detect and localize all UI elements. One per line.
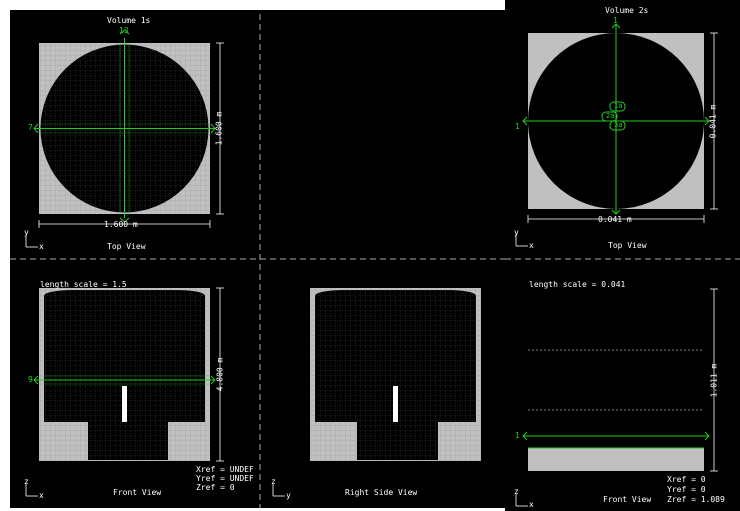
- volume2-drawing: [505, 23, 740, 507]
- axis-label-side-y: y: [286, 491, 291, 500]
- volume2-depth-dimension: 0.041 m: [708, 104, 718, 139]
- volume2-height-dimension: 1.011 m: [709, 363, 719, 398]
- volume2-pane: Volume 2s 1 1 1a 2a 3a 0.041 m 0.041 m y…: [505, 0, 740, 511]
- volume1-title: Volume 1s: [107, 16, 151, 25]
- volume1-pane: Volume 1s 13 7 1.600 m 1.600 m y x Top V…: [10, 10, 505, 508]
- volume1-left-marker: 7: [28, 123, 33, 132]
- axis-label-top-y: y: [24, 228, 29, 237]
- axis-label-v2-top-x: x: [529, 241, 534, 250]
- volume2-title: Volume 2s: [605, 6, 649, 15]
- volume1-zref: Zref = 0: [196, 483, 235, 492]
- axis-label-top-x: x: [39, 242, 44, 251]
- volume1-right-side-view-label: Right Side View: [345, 488, 418, 497]
- volume2-top-view-label: Top View: [608, 241, 647, 250]
- axis-label-v2-top-y: y: [514, 228, 519, 237]
- volume1-front-view: [25, 287, 224, 497]
- volume1-top-view-label: Top View: [107, 242, 146, 251]
- volume1-height-dimension: 4.800 m: [215, 357, 225, 392]
- volume2-front-marker: 1: [515, 431, 520, 440]
- volume1-front-marker: 9: [28, 375, 33, 384]
- axis-label-front-x: x: [39, 491, 44, 500]
- axis-label-v2-front-z: z: [514, 487, 519, 496]
- volume2-yref: Yref = 0: [667, 485, 706, 494]
- axis-label-v2-front-x: x: [529, 500, 534, 509]
- volume2-length-scale: length scale = 0.041: [529, 280, 626, 289]
- volume2-front-view: [515, 288, 718, 507]
- volume1-width-dimension: 1.600 m: [104, 220, 138, 229]
- volume1-xref: Xref = UNDEF: [196, 465, 254, 474]
- volume2-left-marker: 1: [515, 122, 520, 131]
- volume1-yref: Yref = UNDEF: [196, 474, 254, 483]
- volume2-zref: Zref = 1.089: [667, 495, 725, 504]
- volume1-length-scale: length scale = 1.5: [40, 280, 127, 289]
- volume2-center-label-3a: 3a: [614, 121, 623, 129]
- volume2-front-view-label: Front View: [603, 495, 652, 504]
- axis-label-front-z: z: [24, 477, 29, 486]
- volume2-center-label-1a: 1a: [614, 102, 623, 110]
- volume1-drawing: [10, 14, 505, 508]
- volume1-right-side-view: [272, 288, 481, 497]
- volume1-depth-dimension: 1.600 m: [214, 111, 224, 146]
- volume1-front-view-label: Front View: [113, 488, 162, 497]
- axis-label-side-z: z: [271, 477, 276, 486]
- volume2-top-marker: 1: [613, 16, 618, 25]
- volume1-top-marker: 13: [119, 26, 129, 35]
- volume2-width-dimension: 0.041 m: [598, 215, 632, 224]
- volume2-top-view: [515, 23, 718, 247]
- volume2-center-label-2a: 2a: [606, 112, 615, 120]
- volume2-xref: Xref = 0: [667, 475, 706, 484]
- volume1-top-view: [25, 29, 224, 248]
